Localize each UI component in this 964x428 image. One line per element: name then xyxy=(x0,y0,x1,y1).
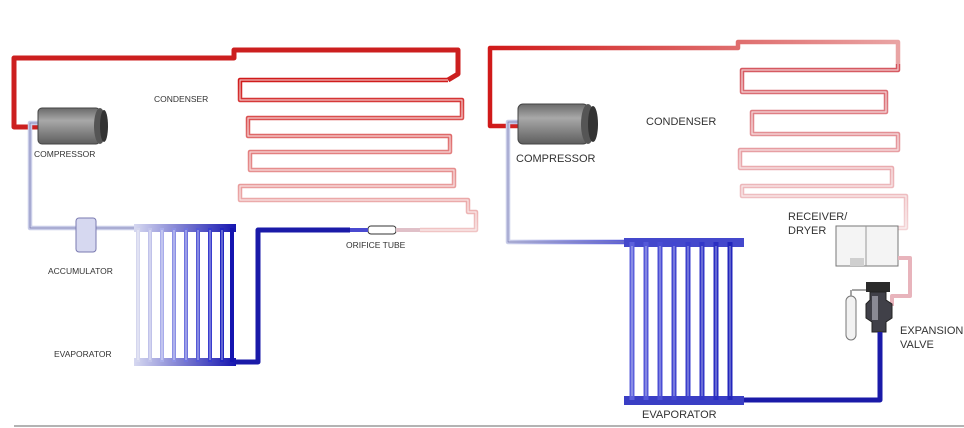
expansion-valve xyxy=(845,282,893,341)
right-condenser-label: CONDENSER xyxy=(646,116,716,128)
receiver-dryer xyxy=(835,225,899,267)
right-discharge-line xyxy=(487,39,901,129)
expansion-valve-label-2: VALVE xyxy=(900,339,934,351)
left-discharge-line xyxy=(11,47,461,130)
left-compressor-label: COMPRESSOR xyxy=(34,149,95,159)
receiver-dryer-label-1: RECEIVER/ xyxy=(788,211,848,223)
right-compressor-label: COMPRESSOR xyxy=(516,153,596,165)
left-condenser-coil xyxy=(237,77,479,233)
orifice-tube-label: ORIFICE TUBE xyxy=(346,240,406,250)
right-liquid-line xyxy=(890,256,912,306)
left-evaporator-label: EVAPORATOR xyxy=(54,349,112,359)
right-system: CONDENSER COMPRESSOR RECEIVER/ DRYER EXP… xyxy=(487,39,963,421)
left-condenser-label: CONDENSER xyxy=(154,94,208,104)
left-liquid-line xyxy=(236,227,350,365)
left-system: CONDENSER COMPRESSOR ACCUMULATOR EVAPORA… xyxy=(11,47,479,366)
receiver-dryer-label-2: DRYER xyxy=(788,225,826,237)
left-evaporator xyxy=(134,224,236,366)
right-evaporator-label: EVAPORATOR xyxy=(642,409,717,421)
accumulator xyxy=(75,217,97,253)
accumulator-label: ACCUMULATOR xyxy=(48,266,113,276)
left-compressor xyxy=(37,107,108,145)
orifice-tube xyxy=(367,225,397,235)
right-cold-line xyxy=(740,332,883,403)
right-evaporator xyxy=(624,238,744,405)
right-condenser-coil xyxy=(737,64,909,231)
expansion-valve-label-1: EXPANSION xyxy=(900,325,963,337)
right-compressor xyxy=(517,103,598,145)
